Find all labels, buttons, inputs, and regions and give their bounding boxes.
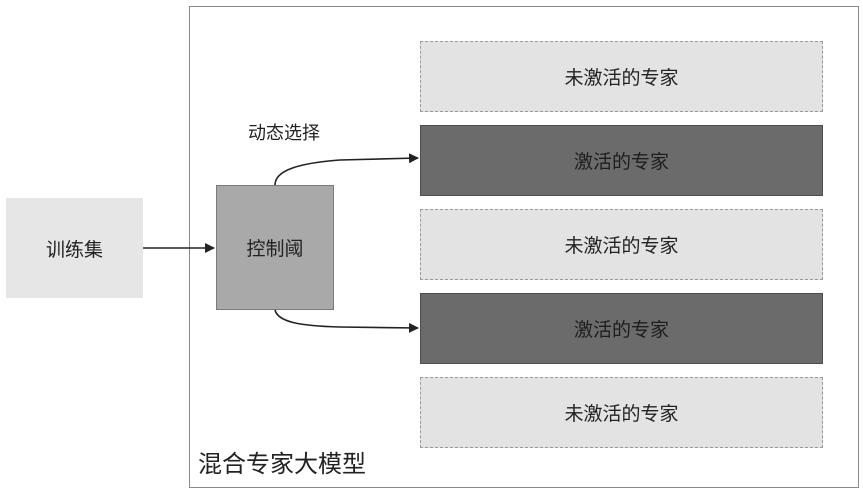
expert-box-inactive: 未激活的专家	[420, 377, 823, 448]
model-title: 混合专家大模型	[198, 450, 366, 478]
gate-box: 控制阈	[216, 185, 334, 310]
gate-to-expert-2-arrow	[274, 153, 419, 186]
expert-label: 激活的专家	[573, 319, 669, 341]
expert-label: 未激活的专家	[564, 403, 679, 425]
moe-model-frame	[189, 6, 859, 488]
expert-label: 未激活的专家	[564, 235, 679, 257]
expert-box-inactive: 未激活的专家	[420, 41, 823, 112]
expert-box-active: 激活的专家	[420, 293, 823, 364]
gate-label: 控制阈	[246, 238, 304, 260]
gate-to-expert-4-arrow	[274, 309, 419, 333]
expert-box-active: 激活的专家	[420, 125, 823, 196]
dynamic-selection-label: 动态选择	[248, 123, 320, 144]
expert-label: 未激活的专家	[564, 67, 679, 89]
training-set-label: 训练集	[45, 238, 103, 261]
expert-label: 激活的专家	[573, 151, 669, 173]
training-set-box: 训练集	[6, 198, 143, 298]
expert-box-inactive: 未激活的专家	[420, 209, 823, 280]
